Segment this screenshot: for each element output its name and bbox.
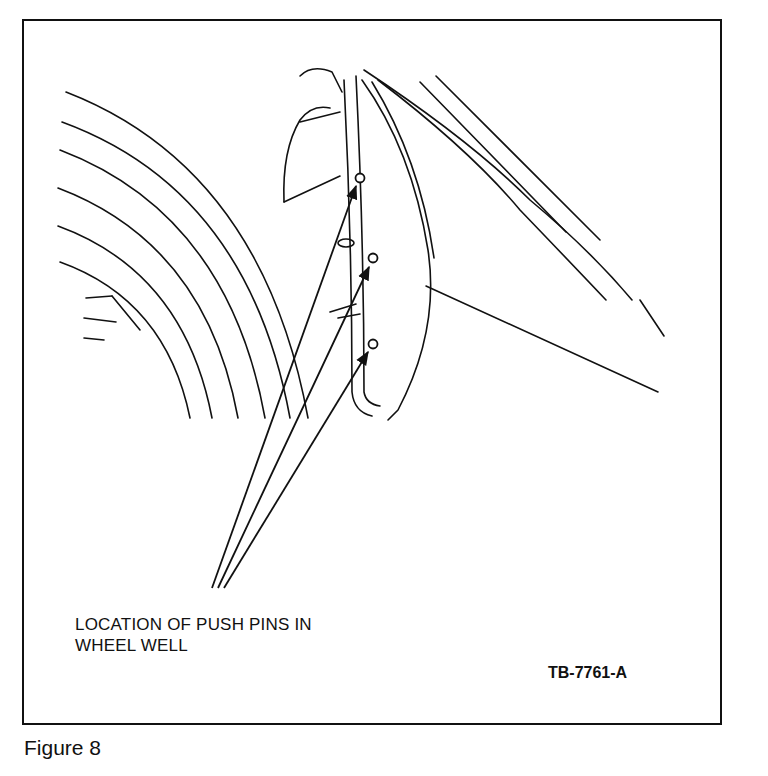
figure-frame — [23, 20, 721, 724]
figure-caption: Figure 8 — [24, 736, 101, 760]
push-pin — [356, 174, 378, 349]
callout-label: LOCATION OF PUSH PINS IN WHEEL WELL — [75, 614, 325, 656]
leader-line — [212, 186, 369, 588]
drawing-number: TB-7761-A — [548, 664, 627, 682]
fender-panel — [284, 69, 664, 420]
tire-arcs — [58, 92, 308, 418]
